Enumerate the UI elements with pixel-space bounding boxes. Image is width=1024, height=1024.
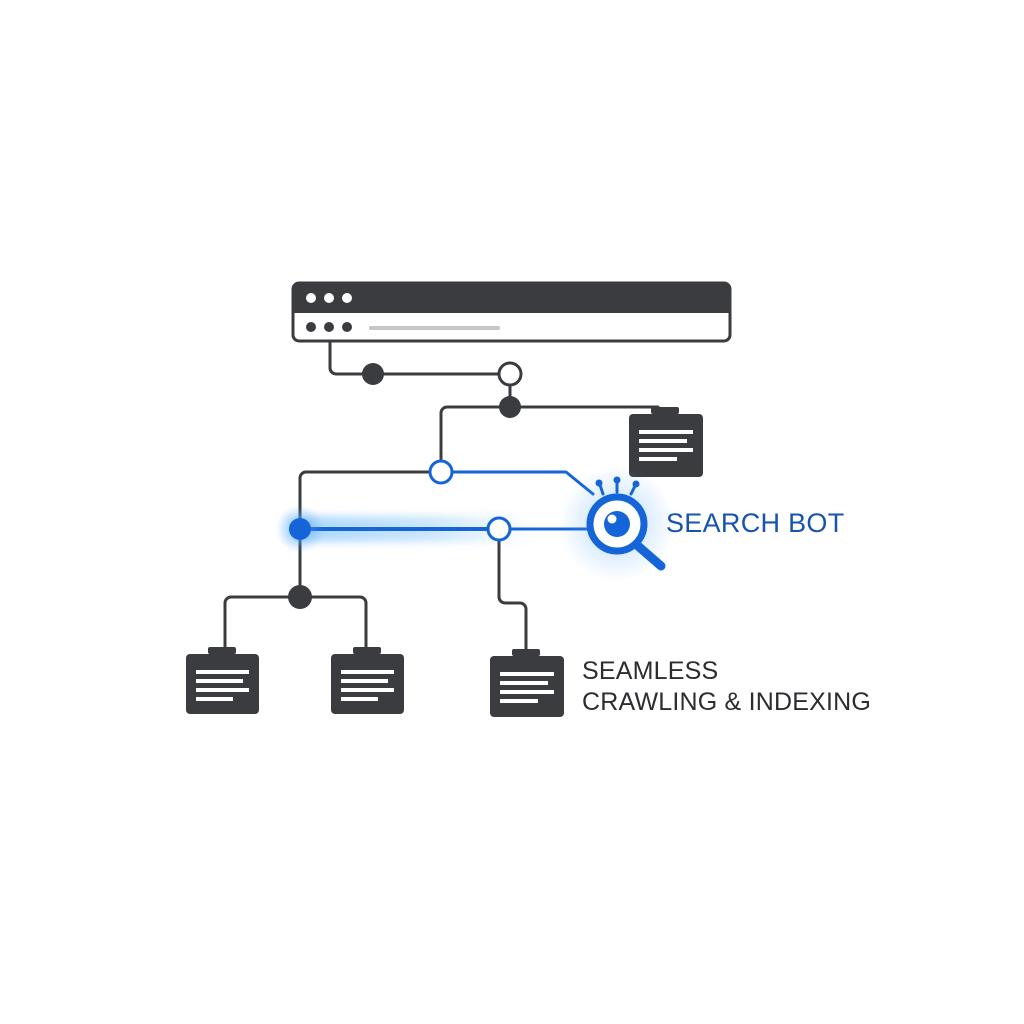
node-open-active: [428, 459, 454, 485]
window-dot-icon: [342, 322, 352, 332]
node-open: [497, 361, 523, 387]
window-dot-icon: [324, 293, 334, 303]
address-bar: [369, 326, 500, 330]
window-dot-icon: [306, 293, 316, 303]
node-open-active: [486, 516, 512, 542]
caption-line-2: CRAWLING & INDEXING: [582, 688, 872, 716]
node-filled: [362, 363, 384, 385]
node-filled-active: [289, 518, 311, 540]
document-page-icon: [629, 407, 703, 477]
document-page-icon: [186, 647, 259, 714]
magnifier-eye-bot-icon: [559, 466, 675, 582]
window-dot-icon: [342, 293, 352, 303]
window-dot-icon: [306, 322, 316, 332]
caption-line-1: SEAMLESS: [582, 657, 719, 685]
eye-icon: [604, 511, 630, 537]
nodes: [276, 361, 523, 609]
document-page-icon: [490, 649, 564, 717]
node-filled: [499, 396, 521, 418]
window-dot-icon: [324, 322, 334, 332]
browser-window-icon: [291, 281, 732, 343]
search-bot-label: SEARCH BOT: [666, 508, 845, 538]
caption: SEAMLESS CRAWLING & INDEXING: [582, 656, 871, 718]
node-filled: [288, 585, 312, 609]
document-page-icon: [331, 647, 404, 714]
